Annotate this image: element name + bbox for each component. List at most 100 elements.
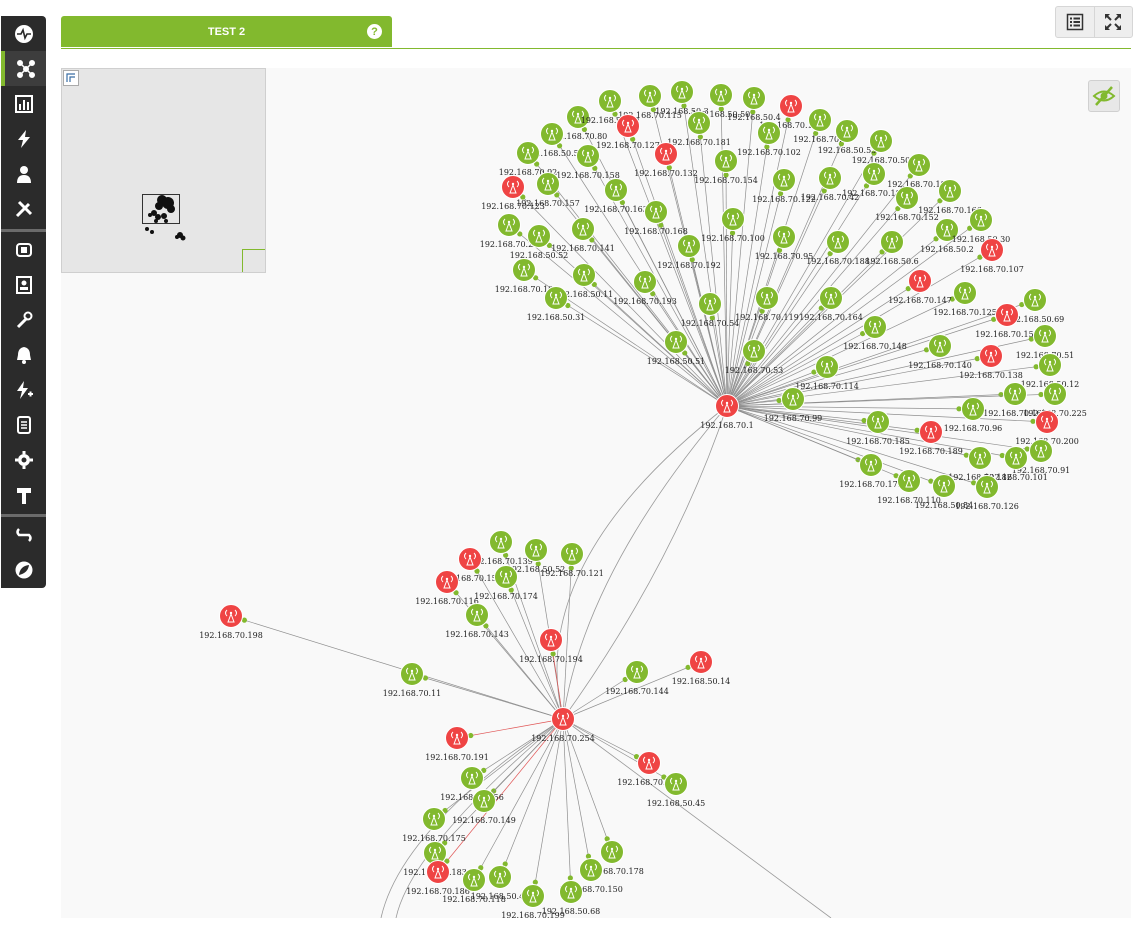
link-edge[interactable] (562, 718, 832, 918)
network-node[interactable]: 192.168.50.50 (692, 83, 751, 120)
sidebar-item-reports[interactable] (1, 86, 46, 121)
link-edge[interactable] (433, 718, 564, 820)
network-node[interactable]: 192.168.70.166 (918, 179, 982, 216)
network-node[interactable]: 192.168.70.181 (667, 111, 731, 148)
network-node[interactable]: 192.168.50.30 (952, 208, 1011, 245)
link-edge[interactable] (609, 100, 728, 407)
link-edge[interactable] (726, 177, 831, 407)
network-node[interactable]: 192.168.70.96 (944, 397, 1003, 434)
network-node[interactable]: 192.168.70.123 (481, 175, 545, 212)
link-edge[interactable] (615, 189, 728, 407)
link-edge[interactable] (562, 405, 728, 720)
network-node[interactable]: 192.168.70.174 (474, 565, 538, 602)
link-edge[interactable] (726, 218, 734, 407)
network-node[interactable]: 192.168.70.158 (556, 144, 620, 181)
link-edge[interactable] (726, 405, 988, 488)
network-node[interactable]: 192.168.70.138 (959, 344, 1023, 381)
link-edge[interactable] (688, 245, 728, 407)
network-node[interactable]: 192.168.70.22 (480, 213, 539, 250)
network-node[interactable]: 192.168.70.95 (755, 225, 814, 262)
link-edge[interactable] (726, 405, 1048, 423)
network-node[interactable]: 192.168.70.110 (877, 469, 941, 506)
network-node[interactable]: 192.168.70.188 (806, 230, 870, 267)
link-edge[interactable] (555, 297, 728, 407)
minimap[interactable] (61, 68, 266, 273)
network-node[interactable]: 192.168.50.52 (507, 538, 566, 575)
link-edge[interactable] (508, 224, 728, 407)
network-node[interactable]: 192.168.70.154 (694, 149, 758, 186)
link-edge[interactable] (562, 718, 613, 853)
link-edge[interactable] (726, 219, 982, 407)
link-edge[interactable] (411, 673, 564, 720)
network-node[interactable]: 192.168.70.119 (735, 286, 799, 323)
link-edge[interactable] (725, 160, 728, 407)
link-edge[interactable] (473, 718, 564, 881)
network-node[interactable]: 192.168.50.20 (581, 89, 640, 126)
link-edge[interactable] (726, 105, 792, 407)
network-node[interactable]: 192.168.50.3 (655, 80, 709, 117)
link-edge[interactable] (698, 122, 728, 407)
network-node[interactable]: 192.168.70.192 (657, 234, 721, 271)
network-node[interactable]: 192.168.50.52 (510, 224, 569, 261)
network-node[interactable]: 192.168.70.114 (795, 355, 859, 392)
network-node[interactable]: 192.168.70.194 (519, 628, 583, 665)
network-node[interactable]: 192.168.70.143 (445, 603, 509, 640)
link-edge[interactable] (709, 303, 728, 407)
link-edge[interactable] (726, 249, 993, 407)
network-node[interactable]: 192.168.50.14 (672, 650, 731, 687)
minimap-toggle-icon[interactable] (63, 70, 79, 86)
link-edge[interactable] (456, 718, 564, 739)
network-node[interactable]: 192.168.70.199 (501, 884, 565, 919)
network-node[interactable]: 192.168.70.101 (984, 446, 1048, 483)
network-node[interactable]: 192.168.70.172 (839, 453, 903, 490)
network-node[interactable]: 192.168.70.107 (960, 238, 1024, 275)
link-edge[interactable] (726, 355, 992, 407)
network-node[interactable]: 192.168.70.191 (425, 726, 489, 763)
link-edge[interactable] (582, 228, 728, 407)
network-node[interactable]: 192.168.70.144 (605, 660, 669, 697)
network-node[interactable]: 192.168.70.156 (440, 766, 504, 803)
network-node[interactable]: 192.168.70.157 (516, 172, 580, 209)
network-node[interactable]: 192.168.70.118 (442, 868, 506, 905)
sidebar-item-leaf[interactable] (1, 552, 46, 587)
link-edge[interactable] (720, 94, 728, 407)
sidebar-item-events[interactable] (1, 121, 46, 156)
link-edge[interactable] (655, 211, 728, 407)
network-node[interactable]: 192.168.70.150 (559, 858, 623, 895)
network-node[interactable]: 192.168.70.125 (933, 281, 997, 318)
network-node[interactable]: 192.168.70.168 (624, 200, 688, 237)
network-node[interactable]: 192.168.70.126 (955, 475, 1019, 512)
link-edge[interactable] (562, 718, 572, 893)
link-edge[interactable] (434, 718, 564, 854)
network-node[interactable]: 192.168.70.164 (799, 286, 863, 323)
link-edge[interactable] (726, 132, 770, 407)
network-node[interactable]: 192.168.50.51 (647, 330, 706, 367)
link-edge[interactable] (476, 614, 564, 720)
network-node[interactable]: 192.168.70.152 (875, 186, 939, 223)
toggle-labels-button[interactable] (1088, 80, 1120, 112)
link-edge[interactable] (726, 280, 921, 407)
sidebar-item-links[interactable] (1, 517, 46, 552)
network-node[interactable]: 192.168.70.165 (983, 382, 1047, 419)
network-node[interactable]: 192.168.50.54 (915, 474, 974, 511)
network-node[interactable]: 192.168.50.11 (555, 263, 614, 300)
sidebar-item-users[interactable] (1, 156, 46, 191)
network-node[interactable]: 192.168.70.99 (764, 387, 823, 424)
link-edge[interactable] (583, 274, 728, 407)
sidebar-item-alerts[interactable] (1, 337, 46, 372)
link-edge[interactable] (726, 164, 920, 407)
link-edge[interactable] (726, 314, 1008, 407)
link-edge[interactable] (726, 405, 974, 410)
sidebar-item-setup[interactable] (1, 442, 46, 477)
link-edge[interactable] (395, 718, 564, 918)
network-node[interactable]: 192.168.70.185 (846, 410, 910, 447)
network-node[interactable]: 192.168.70.175 (402, 807, 466, 844)
network-node[interactable]: 192.168.70.105 (617, 751, 681, 788)
network-node[interactable]: 192.168.70.139 (469, 530, 533, 567)
network-node[interactable]: 192.168.50.41 (471, 865, 530, 902)
network-node[interactable]: 192.168.70.193 (613, 270, 677, 307)
link-edge[interactable] (726, 197, 908, 407)
link-edge[interactable] (726, 405, 981, 459)
link-edge[interactable] (556, 405, 728, 720)
